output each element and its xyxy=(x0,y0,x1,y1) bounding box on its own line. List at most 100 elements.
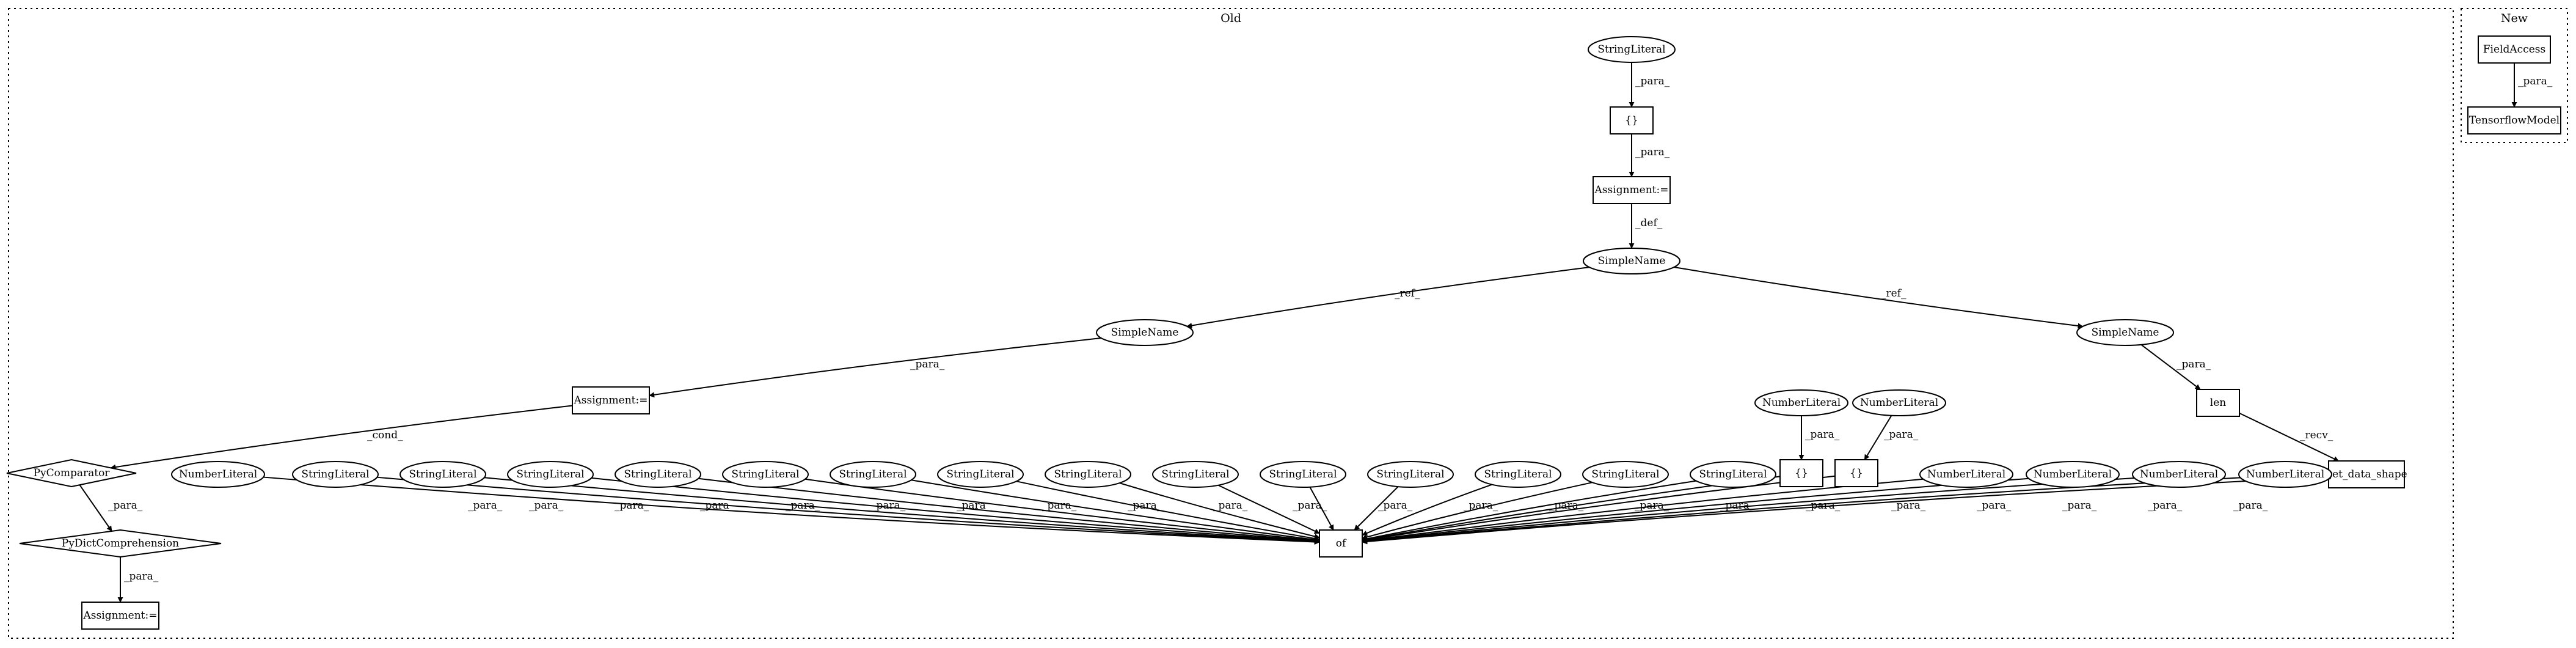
edge-line xyxy=(1354,486,1399,531)
node-shape-box xyxy=(572,386,650,414)
node-row-stringliteral-5: StringLiteral xyxy=(722,461,809,488)
node-label: NumberLiteral xyxy=(1927,468,2005,480)
edge-label: _para_ xyxy=(1805,429,1840,441)
node-row-stringliteral-7: StringLiteral xyxy=(937,461,1024,488)
node-row-stringliteral-1: StringLiteral xyxy=(292,461,379,488)
node-label: StringLiteral xyxy=(1591,468,1659,480)
edge-old-simplename-left-to-old-assignment-mid: _para_ xyxy=(649,337,1101,398)
edge-label: _ref_ xyxy=(1395,287,1420,300)
edge-line xyxy=(1362,477,2029,544)
node-shape-ellipse xyxy=(1754,389,1848,416)
edge-row-stringliteral-6-to-old-of: _para_ xyxy=(911,479,1320,543)
edge-old-len-to-old-get-data-shape: _recv_ xyxy=(2239,412,2340,462)
edge-line xyxy=(1016,480,1320,542)
node-shape-box xyxy=(1593,176,1671,204)
edge-label: _para_ xyxy=(871,499,906,512)
edge-line xyxy=(1362,482,1593,540)
edge-line xyxy=(805,478,1320,543)
edge-line xyxy=(2140,344,2201,390)
node-label: StringLiteral xyxy=(409,468,476,480)
node-label: StringLiteral xyxy=(946,468,1014,480)
node-shape-box xyxy=(2328,460,2405,488)
node-label: NumberLiteral xyxy=(2140,468,2218,480)
edge-label: _para_ xyxy=(1213,499,1248,512)
node-row-stringliteral-4: StringLiteral xyxy=(615,461,701,488)
node-shape-diamond xyxy=(6,458,137,488)
edge-line xyxy=(2239,412,2340,462)
edge-old-pydictcomprehension-to-old-assignment-bottom: _para_ xyxy=(117,557,159,603)
node-label: get_data_shape xyxy=(2326,468,2407,480)
edge-line xyxy=(1362,475,1836,543)
node-label: TensorflowModel xyxy=(2469,114,2560,127)
edge-label: _para_ xyxy=(910,358,945,370)
edge-label: _para_ xyxy=(2176,358,2211,370)
edge-label: _ref_ xyxy=(1881,287,1906,300)
node-label: NumberLiteral xyxy=(1762,397,1841,409)
node-new-tensorflowmodel: TensorflowModel xyxy=(2467,106,2561,134)
node-row-numberliteral-4: NumberLiteral xyxy=(2132,461,2226,488)
node-label: SimpleName xyxy=(2092,326,2159,339)
node-row-stringliteral-13: StringLiteral xyxy=(1582,461,1669,488)
edge-line xyxy=(591,477,1320,544)
node-row-stringliteral-12: StringLiteral xyxy=(1475,461,1561,488)
edge-label: _para_ xyxy=(1635,75,1670,87)
node-shape-ellipse xyxy=(1582,461,1669,488)
node-shape-ellipse xyxy=(400,461,486,488)
node-row-stringliteral-8: StringLiteral xyxy=(1045,461,1131,488)
node-label: {} xyxy=(1795,467,1808,479)
edge-line xyxy=(1362,477,2135,544)
node-row-stringliteral-14: StringLiteral xyxy=(1690,461,1776,488)
node-label: PyDictComprehension xyxy=(62,537,179,550)
node-label: NumberLiteral xyxy=(179,468,257,480)
node-old-of: of xyxy=(1319,529,1363,558)
node-shape-ellipse xyxy=(722,461,809,488)
node-old-numberliteral-upper-b: NumberLiteral xyxy=(1852,389,1946,416)
edge-label: _para_ xyxy=(1042,499,1077,512)
node-old-braces-b: {} xyxy=(1834,459,1878,487)
node-old-stringliteral-top: StringLiteral xyxy=(1588,36,1676,63)
edge-row-stringliteral-14-to-old-of: _para_ xyxy=(1362,480,1696,542)
node-label: StringLiteral xyxy=(516,468,584,480)
node-row-numberliteral-2: NumberLiteral xyxy=(1919,461,2013,488)
node-shape-box xyxy=(1779,459,1823,487)
node-old-simplename-left: SimpleName xyxy=(1096,319,1194,346)
node-shape-ellipse xyxy=(171,461,265,488)
edge-label: _para_ xyxy=(1891,499,1926,512)
edge-label: _para_ xyxy=(468,499,503,512)
node-old-simplename-right: SimpleName xyxy=(2076,319,2174,346)
node-old-pycomparator: PyComparator xyxy=(6,458,137,488)
edge-label: _para_ xyxy=(1378,499,1413,512)
edge-row-stringliteral-11-to-old-of: _para_ xyxy=(1354,486,1413,531)
edge-row-stringliteral-10-to-old-of: _para_ xyxy=(1293,487,1334,531)
node-row-stringliteral-10: StringLiteral xyxy=(1260,461,1346,488)
edge-old-pycomparator-to-old-pydictcomprehension: _para_ xyxy=(79,484,143,532)
node-label: {} xyxy=(1850,467,1863,479)
node-label: StringLiteral xyxy=(624,468,691,480)
node-row-stringliteral-2: StringLiteral xyxy=(400,461,486,488)
edge-line xyxy=(911,479,1320,543)
node-shape-ellipse xyxy=(830,461,916,488)
edge-new-fieldaccess-to-new-tensorflowmodel: _para_ xyxy=(2511,63,2553,108)
edge-line xyxy=(377,476,1320,545)
edge-line xyxy=(1674,267,2084,329)
edge-label: _para_ xyxy=(1884,429,1919,441)
edge-row-stringliteral-3-to-old-of: _para_ xyxy=(591,477,1320,544)
node-label: StringLiteral xyxy=(1484,468,1552,480)
node-label: NumberLiteral xyxy=(1860,397,1938,409)
node-shape-box xyxy=(1610,106,1654,134)
edge-label: _para_ xyxy=(1635,146,1670,158)
edge-old-assignment-mid-to-old-pycomparator: _cond_ xyxy=(110,405,573,470)
node-label: SimpleName xyxy=(1598,255,1666,267)
edge-line xyxy=(1217,484,1320,534)
edge-old-stringliteral-top-to-old-braces-top: _para_ xyxy=(1629,62,1670,108)
node-label: StringLiteral xyxy=(1699,468,1767,480)
edge-row-numberliteral-3-to-old-of: _para_ xyxy=(1362,477,2029,544)
edge-row-stringliteral-1-to-old-of: _para_ xyxy=(377,476,1320,545)
node-label: Assignment:= xyxy=(1594,184,1669,196)
edge-old-assignment-top-to-old-simplename-top: _def_ xyxy=(1629,203,1663,249)
edge-label: _para_ xyxy=(1128,499,1162,512)
node-label: StringLiteral xyxy=(1597,43,1665,56)
node-shape-ellipse xyxy=(2132,461,2226,488)
node-label: Assignment:= xyxy=(83,609,158,622)
